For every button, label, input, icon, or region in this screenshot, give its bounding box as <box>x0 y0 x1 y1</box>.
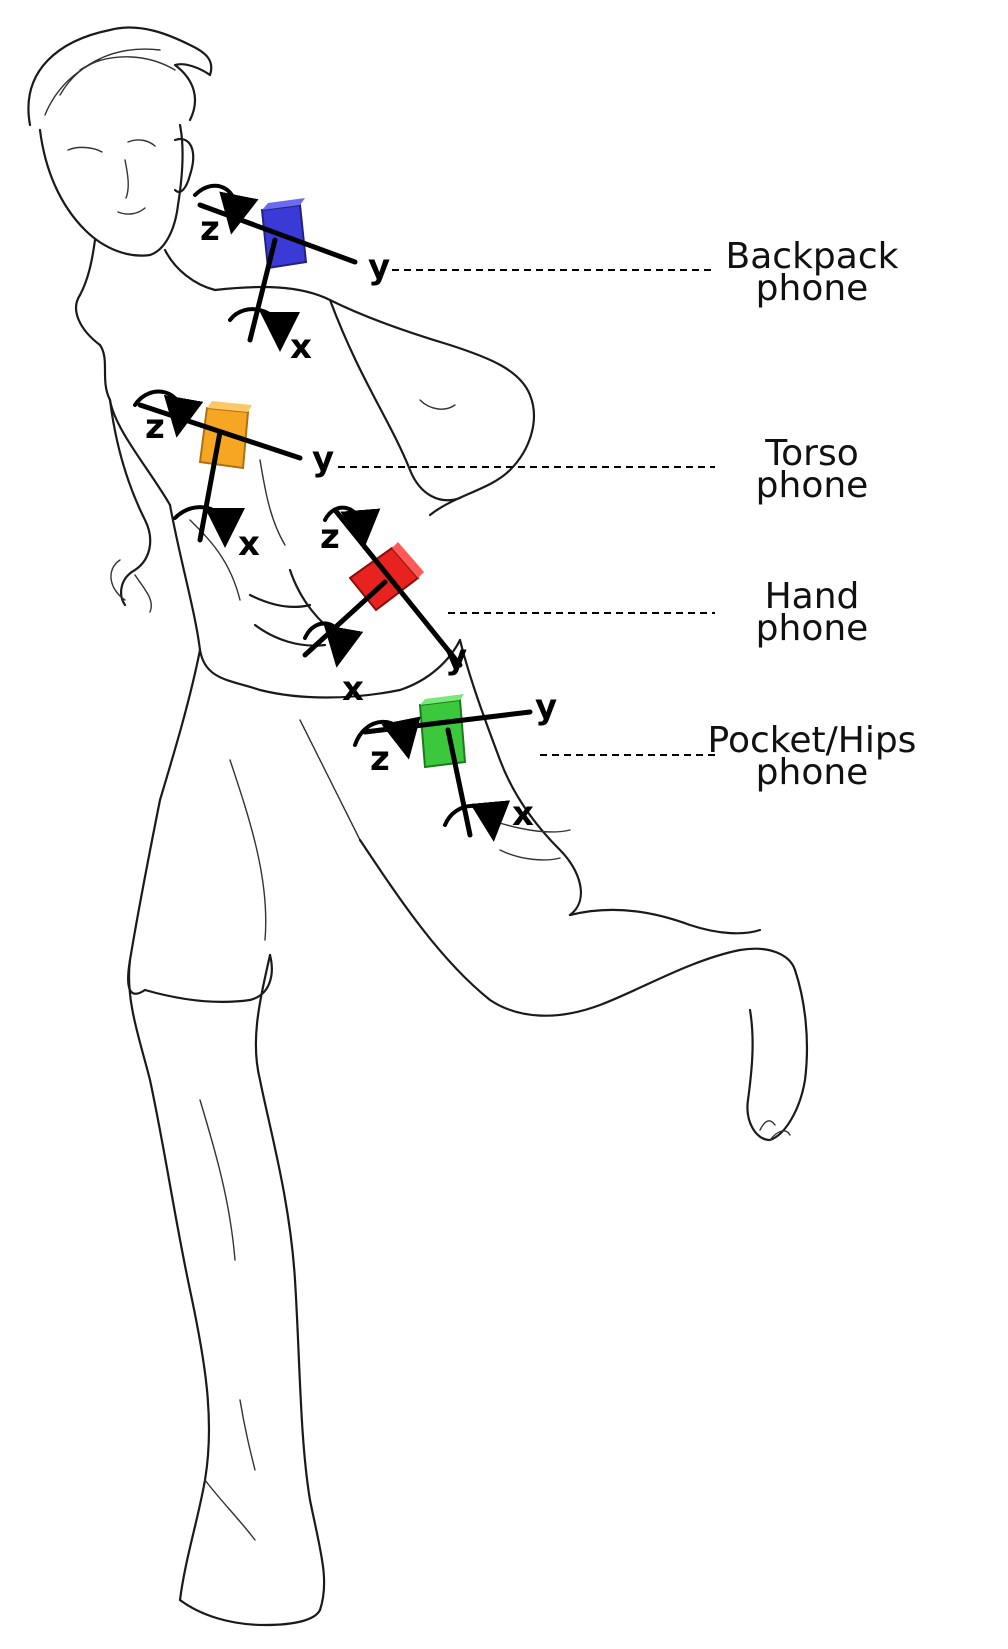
backpack-phone-group: z y x Backpack phone <box>193 183 899 367</box>
hand-label-line2: phone <box>756 608 869 649</box>
hips-axes: z y x <box>353 687 557 842</box>
backpack-y-label: y <box>368 247 390 287</box>
hips-label-line2: phone <box>756 752 869 793</box>
hand-y-label: y <box>445 637 467 677</box>
hand-axes: z y x <box>302 505 467 709</box>
torso-axes: z y x <box>133 389 334 564</box>
backpack-x-label: x <box>290 327 312 367</box>
hand-phone-group: z y x Hand phone <box>302 505 869 709</box>
hand-x-label: x <box>342 669 364 709</box>
torso-phone <box>198 401 252 470</box>
torso-y-label: y <box>312 439 334 479</box>
torso-phone-group: z y x Torso phone <box>133 389 869 564</box>
torso-label-line1: Torso <box>764 433 858 474</box>
hips-label-line1: Pocket/Hips <box>708 720 917 761</box>
hips-x-label: x <box>512 794 534 834</box>
backpack-label-line2: phone <box>756 268 869 309</box>
hips-phone-group: z y x Pocket/Hips phone <box>353 687 917 842</box>
hips-y-label: y <box>535 687 557 727</box>
running-person-sketch <box>27 26 809 1627</box>
backpack-axes: z y x <box>193 183 390 367</box>
torso-z-label: z <box>145 407 165 447</box>
torso-label-line2: phone <box>756 465 869 506</box>
hand-label-line1: Hand <box>765 576 860 617</box>
backpack-label-line1: Backpack <box>726 236 899 277</box>
backpack-z-label: z <box>200 209 220 249</box>
torso-x-label: x <box>238 524 260 564</box>
hips-z-label: z <box>370 739 390 779</box>
hand-z-label: z <box>320 517 340 557</box>
hips-phone <box>418 694 467 769</box>
